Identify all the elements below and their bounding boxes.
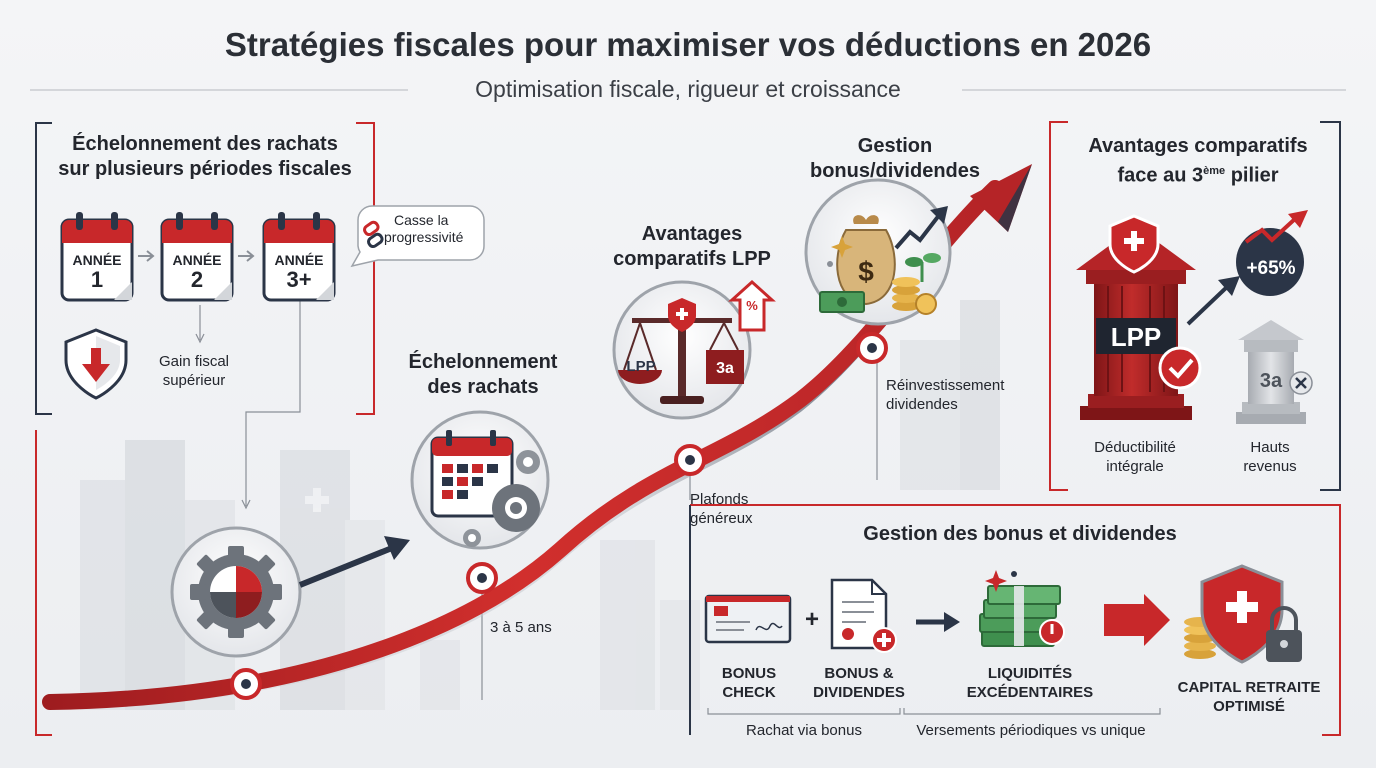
money-bag-icon [836, 215, 896, 306]
growth-badge-label: +65% [1246, 258, 1296, 279]
plus-sign: + [804, 606, 819, 633]
gear-icon [463, 450, 540, 547]
ceilings-label: Plafonds généreux [690, 491, 753, 527]
main-frame-left [35, 430, 52, 736]
calendar-chevron-icons [138, 250, 255, 262]
cash-stack-icon [979, 570, 1065, 647]
staggering-panel-frame [35, 122, 375, 415]
calendar-year-3: ANNÉE 3+ [274, 252, 324, 292]
padlock-icon [1266, 606, 1302, 662]
speech-bubble [350, 205, 485, 268]
years-label: 3 à 5 ans [490, 619, 552, 636]
lpp-milestone-title: Avantages comparatifs LPP [613, 223, 771, 270]
hospital-cross-icon [305, 488, 329, 512]
calendar-year-2: ANNÉE 2 [172, 252, 222, 292]
stagger-milestone-title: Échelonnement des rachats [408, 351, 558, 398]
lpp-pillar-label: LPP [1110, 322, 1162, 352]
plant-sprout-icon [905, 253, 941, 282]
balance-scale-circle [612, 279, 776, 420]
bonus-item-1: BONUS CHECK [721, 665, 777, 701]
bonus-item-3: LIQUIDITÉS EXCÉDENTAIRES [966, 665, 1094, 701]
bonus-panel-title: Gestion des bonus et dividendes [863, 523, 1177, 545]
broken-chain-icon [363, 220, 384, 249]
comparison-panel-title: Avantages comparatifs face au 3ème pilie… [1088, 135, 1308, 187]
coin-stack-icon [892, 277, 937, 315]
capital-shield-icon [1184, 564, 1284, 664]
pillar3a-label: 3a [1259, 370, 1283, 392]
calendar-gears-circle [410, 410, 550, 550]
growth-arrow-icon [1186, 276, 1240, 326]
speech-bubble-text: Casse la progressivité [384, 212, 464, 245]
bonus-item-2: BONUS & DIVIDENDES [813, 665, 905, 701]
big-flow-arrow-icon [1104, 594, 1170, 646]
check-badge-icon [1158, 346, 1202, 390]
calendar-year-1: ANNÉE 1 [72, 252, 122, 292]
cash-stack-icon [819, 291, 865, 313]
lpp-shield-cross-icon [1108, 214, 1160, 274]
gain-fiscal-label: Gain fiscal supérieur [158, 353, 230, 389]
percent-up-arrow-icon [728, 279, 776, 332]
shield-down-arrow-icon [64, 328, 128, 400]
pillar3a-icon [1236, 320, 1306, 424]
bonus-check-icon [704, 594, 792, 644]
scale-left-label: LPP [626, 358, 656, 375]
reinvest-label: Réinvestissement dividendes [886, 377, 1005, 413]
milestone-dots [230, 332, 888, 700]
growth-badge [1236, 210, 1308, 296]
trend-up-arrow-icon [894, 206, 948, 250]
gear-progress-circle [170, 526, 302, 658]
calendar-year-3-icon [262, 212, 336, 302]
scale-right-label: 3a [716, 360, 734, 377]
lpp-pillar-icon [1076, 226, 1196, 420]
sparkle-icon [827, 236, 853, 267]
staggering-panel-title: Échelonnement des rachats sur plusieurs … [58, 133, 352, 180]
arrow-to-calendar-icon [298, 536, 410, 588]
bracket-left-label: Rachat via bonus [746, 722, 862, 739]
percent-label: % [746, 298, 758, 313]
bonus-item-4: CAPITAL RETRAITE OPTIMISÉ [1177, 679, 1321, 715]
left-caption: Déductibilité intégrale [1094, 439, 1176, 475]
gear-icon [190, 546, 282, 638]
bonus-panel-frame [689, 504, 1341, 736]
cross-badge-icon [1289, 371, 1313, 395]
dollar-sign-label: $ [858, 256, 874, 287]
comparison-panel-frame [1049, 121, 1341, 491]
calendar-year-2-icon [160, 212, 234, 302]
bracket-right-label: Versements périodiques vs unique [916, 722, 1146, 739]
right-caption: Hauts revenus [1243, 439, 1297, 475]
growth-curve-arrowhead [970, 164, 1032, 232]
calendar-grid-icon [430, 430, 514, 518]
page-title: Stratégies fiscales pour maximiser vos d… [224, 26, 1152, 63]
bottom-brackets [707, 708, 1161, 715]
money-growth-circle [804, 178, 952, 326]
dividend-document-icon [830, 578, 897, 653]
flow-arrow-icon [916, 612, 960, 632]
page-subtitle: Optimisation fiscale, rigueur et croissa… [475, 76, 901, 102]
calendar-year-1-icon [60, 212, 134, 302]
shield-cross-icon [668, 298, 696, 332]
bonus-milestone-title: Gestion bonus/dividendes [809, 135, 981, 182]
